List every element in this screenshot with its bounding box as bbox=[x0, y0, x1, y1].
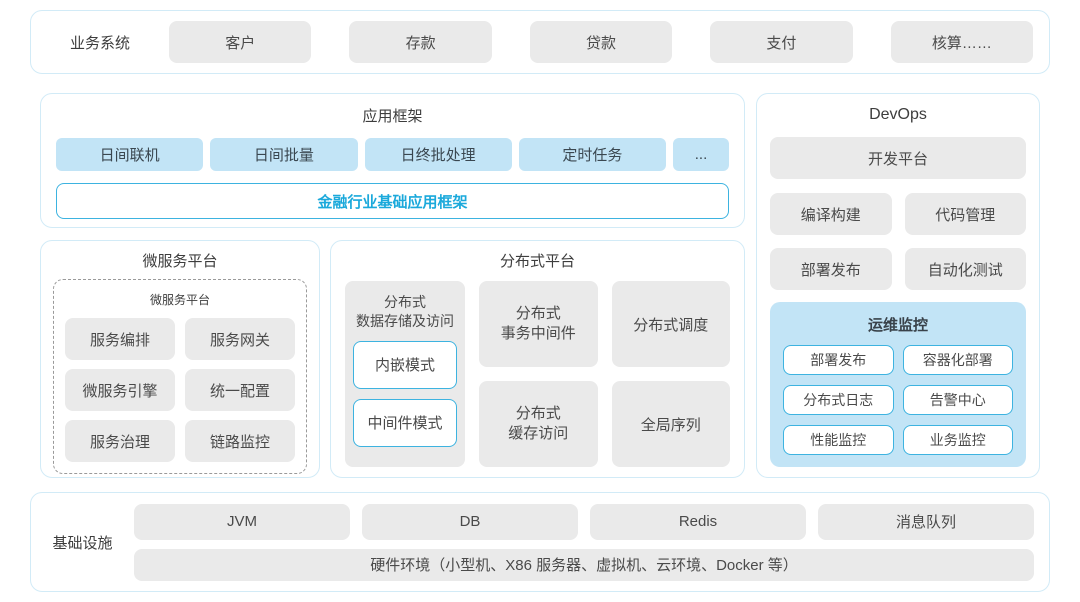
ops-monitoring-group: 运维监控 部署发布 容器化部署 分布式日志 告警中心 性能监控 业务监控 bbox=[770, 302, 1026, 467]
microservice-inner-group: 微服务平台 服务编排 服务网关 微服务引擎 统一配置 服务治理 链路监控 bbox=[53, 279, 307, 474]
infra-jvm: JVM bbox=[134, 503, 350, 540]
microservice-grid: 服务编排 服务网关 微服务引擎 统一配置 服务治理 链路监控 bbox=[65, 318, 295, 462]
dev-platform: 开发平台 bbox=[770, 137, 1026, 179]
business-system-loan: 贷款 bbox=[529, 21, 673, 63]
distributed-storage-label: 分布式 数据存储及访问 bbox=[356, 294, 454, 329]
ops-distributed-logging: 分布式日志 bbox=[783, 385, 894, 415]
storage-middleware-mode: 中间件模式 bbox=[353, 398, 457, 447]
infra-redis: Redis bbox=[590, 503, 806, 540]
module-more: ... bbox=[673, 138, 729, 171]
business-systems-panel: 业务系统 客户 存款 贷款 支付 核算…… bbox=[30, 10, 1050, 74]
global-sequence: 全局序列 bbox=[611, 381, 730, 467]
infrastructure-panel: 基础设施 JVM DB Redis 消息队列 硬件环境（小型机、X86 服务器、… bbox=[30, 492, 1050, 592]
ops-monitoring-grid: 部署发布 容器化部署 分布式日志 告警中心 性能监控 业务监控 bbox=[783, 345, 1013, 455]
ms-service-governance: 服务治理 bbox=[65, 420, 175, 462]
infrastructure-content: JVM DB Redis 消息队列 硬件环境（小型机、X86 服务器、虚拟机、云… bbox=[134, 503, 1034, 581]
devops-title: DevOps bbox=[869, 106, 927, 123]
distributed-storage-group: 分布式 数据存储及访问 内嵌模式 中间件模式 bbox=[345, 281, 465, 467]
module-eod-batch: 日终批处理 bbox=[364, 138, 512, 171]
microservice-platform-panel: 微服务平台 微服务平台 服务编排 服务网关 微服务引擎 统一配置 服务治理 链路… bbox=[40, 240, 320, 478]
ops-performance-monitor: 性能监控 bbox=[783, 425, 894, 455]
base-framework-bar: 金融行业基础应用框架 bbox=[56, 183, 729, 219]
ms-unified-config: 统一配置 bbox=[185, 369, 295, 411]
ops-alert-center: 告警中心 bbox=[902, 385, 1013, 415]
ops-business-monitor: 业务监控 bbox=[902, 425, 1013, 455]
business-system-customer: 客户 bbox=[169, 21, 312, 63]
business-system-deposit: 存款 bbox=[349, 21, 492, 63]
module-scheduled-tasks: 定时任务 bbox=[518, 138, 666, 171]
ms-service-orchestration: 服务编排 bbox=[65, 318, 175, 360]
tool-code-management: 代码管理 bbox=[904, 193, 1026, 235]
tool-deploy-release: 部署发布 bbox=[770, 248, 892, 290]
app-framework-panel: 应用框架 日间联机 日间批量 日终批处理 定时任务 ... 金融行业基础应用框架 bbox=[40, 93, 745, 228]
distributed-transaction-middleware: 分布式 事务中间件 bbox=[479, 281, 598, 367]
microservice-inner-title: 微服务平台 bbox=[149, 293, 210, 307]
hardware-environment-bar: 硬件环境（小型机、X86 服务器、虚拟机、云环境、Docker 等） bbox=[134, 548, 1034, 581]
infra-db: DB bbox=[362, 503, 578, 540]
storage-embedded-mode: 内嵌模式 bbox=[353, 340, 457, 389]
distributed-scheduling: 分布式调度 bbox=[611, 281, 730, 367]
distributed-grid: 分布式 数据存储及访问 内嵌模式 中间件模式 分布式 事务中间件 分布式调度 分… bbox=[345, 281, 730, 467]
distributed-cache-access: 分布式 缓存访问 bbox=[479, 381, 598, 467]
infrastructure-label: 基础设施 bbox=[52, 534, 113, 552]
microservice-platform-title: 微服务平台 bbox=[142, 253, 218, 270]
ops-container-deploy: 容器化部署 bbox=[902, 345, 1013, 375]
ms-tracing-monitor: 链路监控 bbox=[185, 420, 295, 462]
infrastructure-row: JVM DB Redis 消息队列 bbox=[134, 503, 1034, 540]
tool-build: 编译构建 bbox=[770, 193, 892, 235]
business-systems-label: 业务系统 bbox=[69, 34, 130, 52]
tool-automated-testing: 自动化测试 bbox=[904, 248, 1026, 290]
ops-monitoring-title: 运维监控 bbox=[867, 317, 928, 334]
devops-tools-grid: 编译构建 代码管理 部署发布 自动化测试 bbox=[770, 193, 1026, 290]
infra-message-queue: 消息队列 bbox=[818, 503, 1034, 540]
business-systems-row: 客户 存款 贷款 支付 核算…… bbox=[169, 21, 1034, 63]
app-framework-title: 应用框架 bbox=[362, 108, 423, 125]
module-daytime-batch: 日间批量 bbox=[210, 138, 358, 171]
ops-deploy-release: 部署发布 bbox=[783, 345, 894, 375]
ms-microservice-engine: 微服务引擎 bbox=[65, 369, 175, 411]
business-system-payment: 支付 bbox=[710, 21, 853, 63]
distributed-platform-panel: 分布式平台 分布式 数据存储及访问 内嵌模式 中间件模式 分布式 事务中间件 分… bbox=[330, 240, 745, 478]
ms-service-gateway: 服务网关 bbox=[185, 318, 295, 360]
devops-panel: DevOps 开发平台 编译构建 代码管理 部署发布 自动化测试 运维监控 部署… bbox=[756, 93, 1040, 478]
distributed-platform-title: 分布式平台 bbox=[499, 253, 575, 270]
app-framework-modules-row: 日间联机 日间批量 日终批处理 定时任务 ... bbox=[56, 138, 729, 171]
module-daytime-online: 日间联机 bbox=[56, 138, 204, 171]
business-system-accounting: 核算…… bbox=[890, 21, 1034, 63]
